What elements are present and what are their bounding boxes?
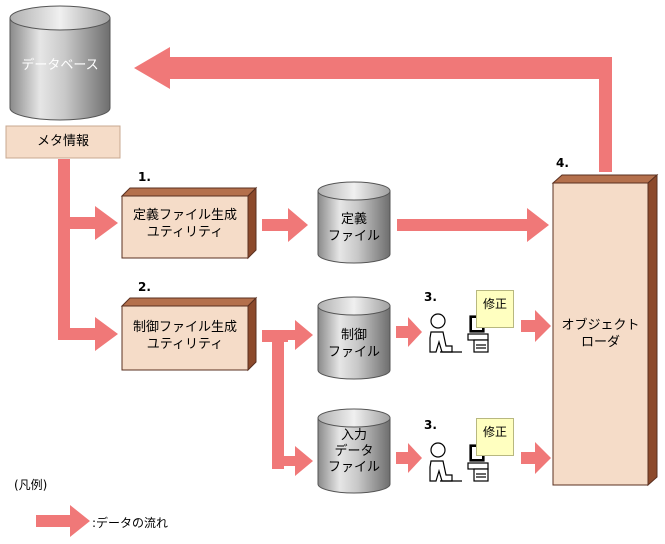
meta-info-label: メタ情報 xyxy=(36,134,89,149)
input-file-label-line2: データ xyxy=(334,444,374,459)
step-number-2: 2. xyxy=(138,280,151,294)
object-loader-box-shape xyxy=(551,173,659,487)
step-number-4: 4. xyxy=(556,156,569,170)
flow-arrow-to-utility-2 xyxy=(58,317,118,351)
flow-arrow-edit-upper-to-loader xyxy=(521,310,551,342)
definition-utility-label-line1: 定義ファイル生成 xyxy=(132,208,237,223)
flow-arrow-input-to-edit xyxy=(396,443,422,473)
flow-arrow-to-input-file xyxy=(272,446,313,476)
flow-arrow-edit-lower-to-loader xyxy=(521,442,551,474)
control-utility-label-line1: 制御ファイル生成 xyxy=(132,320,237,335)
definition-file-label-line2: ファイル xyxy=(327,229,380,244)
control-file-cylinder xyxy=(317,296,391,380)
control-utility-label-line2: ユティリティ xyxy=(146,337,224,352)
definition-file-label-line1: 定義 xyxy=(340,212,367,227)
utility-box-1-shape xyxy=(120,186,258,260)
flow-arrow-loader-to-database xyxy=(134,47,612,172)
flow-trunk-vertical xyxy=(58,159,70,340)
utility-box-2-shape xyxy=(120,296,258,372)
flow-arrow-utility1-to-deffile xyxy=(262,208,308,242)
input-file-label-line1: 入力 xyxy=(340,428,367,443)
object-loader-label-line2: ローダ xyxy=(580,335,620,350)
meta-info-box xyxy=(5,125,121,159)
step-number-3-upper: 3. xyxy=(424,290,437,304)
object-loader-label-line1: オブジェクト xyxy=(561,318,640,333)
input-file-label-line3: ファイル xyxy=(327,460,380,475)
control-file-label-line2: ファイル xyxy=(327,345,380,360)
edit-note-upper: 修正 xyxy=(476,290,514,328)
legend-title: (凡例) xyxy=(14,478,48,492)
legend-arrow-text: :データの流れ xyxy=(92,516,169,530)
database-label: データベース xyxy=(21,58,99,73)
flow-arrow-control-to-edit xyxy=(396,317,422,347)
flow-arrow-to-control-file xyxy=(272,320,313,350)
flow-arrow-deffile-to-loader xyxy=(397,208,549,242)
database-cylinder xyxy=(9,5,111,121)
flow-split-vertical xyxy=(272,330,284,469)
control-file-label-line1: 制御 xyxy=(340,328,367,343)
flow-arrow-to-utility-1 xyxy=(58,206,118,240)
edit-note-lower: 修正 xyxy=(476,418,514,456)
definition-utility-label-line2: ユティリティ xyxy=(146,225,224,240)
step-number-1: 1. xyxy=(138,170,151,184)
definition-file-cylinder xyxy=(317,181,391,264)
input-data-file-cylinder xyxy=(317,408,391,494)
step-number-3-lower: 3. xyxy=(424,418,437,432)
legend-arrow xyxy=(36,505,90,537)
